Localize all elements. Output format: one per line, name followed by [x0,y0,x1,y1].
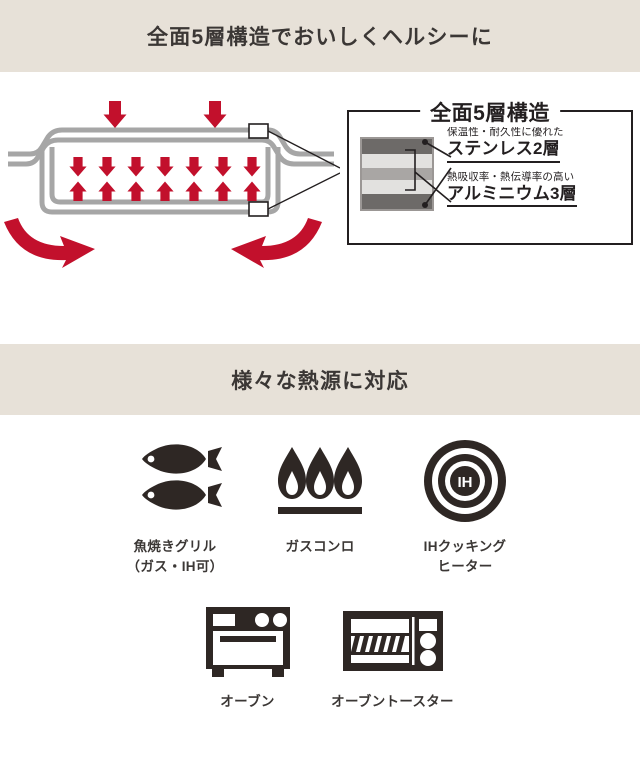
section-header-heat-sources: 様々な熱源に対応 [0,344,640,415]
ih-cooker-icon-svg: IH [424,440,506,522]
heat-source-fish-grill: 魚焼きグリル （ガス・IH可） [103,433,248,576]
toaster-knob-top [419,633,436,650]
layer-label-stainless-sub: 保温性・耐久性に優れた [447,126,564,138]
layer-label-aluminum-main: アルミニウム3層 [447,184,577,208]
heat-source-row-1: 魚焼きグリル （ガス・IH可） [0,433,640,576]
structure-band-title: 全面5層構造でおいしくヘルシーに [147,26,493,49]
pot-cross-section-diagram [0,94,340,284]
circulation-arrow-right [231,218,322,268]
five-layer-callout: 全面5層構造 [347,97,633,245]
layer-label-stainless-main: ステンレス2層 [447,139,560,163]
toaster-knob-bottom [419,650,436,667]
pot-outline [8,127,334,215]
swatch-layer-aluminum-lower [362,180,432,194]
swatch-layer-stainless-outer [362,139,432,155]
fish-shape-top [142,444,222,474]
external-heat-arrows [103,101,227,128]
toaster-rack [350,633,409,656]
callout-title: 全面5層構造 [420,97,560,127]
gas-stove-icon [274,433,366,529]
flame-center [306,447,334,499]
inner-heat-arrows-down [69,157,261,177]
circulation-arrow-left [4,218,95,268]
swatch-layer-aluminum-upper [362,154,432,168]
oven-icon-svg [205,607,290,678]
heat-source-label-gas-stove: ガスコンロ [285,539,355,554]
heat-source-label-fish-grill: 魚焼きグリル （ガス・IH可） [126,539,224,574]
layer-label-stainless: 保温性・耐久性に優れた ステンレス2層 [447,126,629,163]
fish-grill-icon-svg [142,444,222,510]
toaster-display [418,619,437,632]
swatch-layer-aluminum-core [362,167,432,181]
oven-foot-left [211,669,224,678]
heat-sources-band-title: 様々な熱源に対応 [231,369,409,393]
inner-heat-arrows-up [69,181,261,201]
callout-content: 保温性・耐久性に優れた ステンレス2層 熱吸収率・熱伝導率の高い アルミニウム3… [347,110,633,245]
swatch-layer-stainless-inner [362,193,432,209]
burner-bar [278,507,362,514]
heat-source-oven-toaster: オーブントースター [320,598,465,712]
heat-source-ih-cooker: IH IHクッキング ヒーター [393,433,538,576]
heat-source-label-ih-cooker: IHクッキング ヒーター [423,539,507,574]
ih-rings [424,440,506,522]
gas-stove-icon-svg [278,447,362,514]
oven-toaster-icon [339,598,447,684]
ih-cooker-icon: IH [422,433,508,529]
toaster-divider [411,617,414,666]
oven-foot-right [271,669,284,678]
heat-source-label-oven-toaster: オーブントースター [331,694,454,710]
fish-grill-icon [120,433,230,529]
heat-source-label-oven: オーブン [220,694,275,710]
heat-source-row-2: オーブン [0,598,640,712]
layer-swatch [360,137,434,211]
structure-diagram-section: 全面5層構造 [0,72,640,344]
ih-icon-text: IH [458,474,473,491]
section-header-structure: 全面5層構造でおいしくヘルシーに [0,0,640,72]
oven-knob-left [254,613,269,628]
heat-source-gas-stove: ガスコンロ [248,433,393,557]
oven-handle [219,636,276,643]
layer-label-aluminum-sub: 熱吸収率・熱伝導率の高い [447,170,575,183]
layer-label-group: 保温性・耐久性に優れた ステンレス2層 熱吸収率・熱伝導率の高い アルミニウム3… [447,126,629,215]
layer-label-aluminum: 熱吸収率・熱伝導率の高い アルミニウム3層 [447,171,629,208]
heat-sources-section: 魚焼きグリル （ガス・IH可） [0,415,640,712]
oven-icon [200,598,296,684]
oven-toaster-icon-svg [342,611,443,672]
pot-diagram-svg [4,101,340,268]
heat-source-oven: オーブン [175,598,320,712]
flame-right [334,447,362,499]
oven-display [212,614,235,627]
fish-shape-bottom [142,480,222,510]
oven-knob-right [272,613,287,628]
flame-left [278,447,306,499]
callout-leader-lines [267,130,340,210]
